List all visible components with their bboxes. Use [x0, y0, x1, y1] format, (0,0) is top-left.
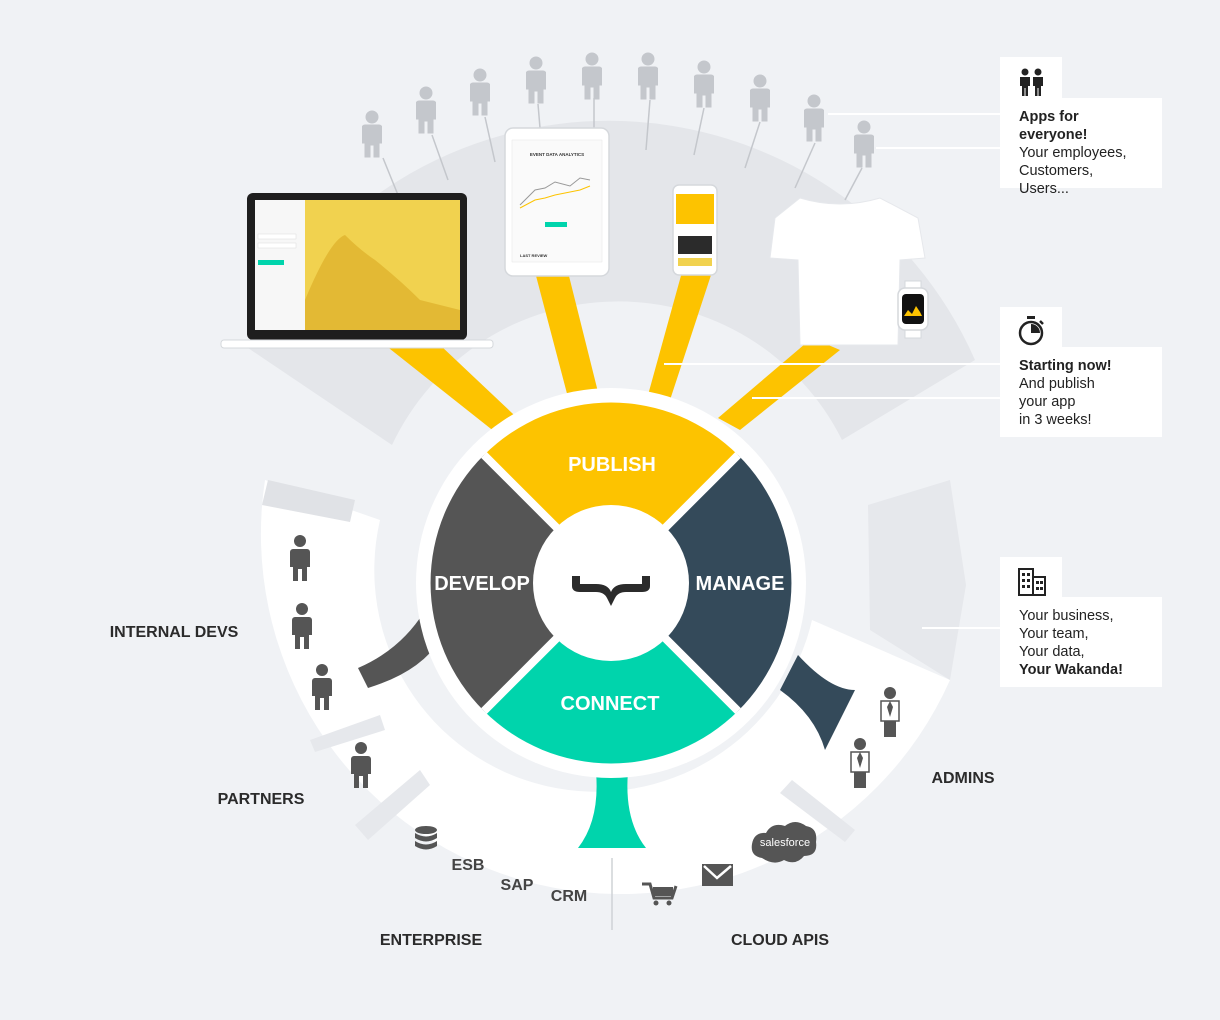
shopping-cart-icon [642, 882, 678, 906]
card-starting-title: Starting now! [1019, 358, 1112, 374]
card-connector-lines [664, 113, 1002, 629]
label-publish: PUBLISH [568, 454, 656, 476]
admins-label: ADMINS [931, 770, 994, 787]
laptop-device [220, 193, 494, 349]
wakanda-brace-icon [572, 576, 650, 606]
tablet-footer: LAST REVIEW [520, 253, 548, 258]
person-icon [526, 56, 546, 104]
card-tab-starting [1000, 307, 1062, 351]
enterprise-label: ENTERPRISE [380, 932, 483, 949]
hub-segments [430, 402, 792, 764]
smartwatch-device [897, 280, 929, 339]
cloud-apis-label: CLOUD APIS [731, 932, 829, 949]
person-icon [804, 94, 824, 142]
card-everyone-title: Apps for everyone! [1019, 109, 1088, 143]
connectors [358, 272, 855, 848]
card-business-title: Your Wakanda! [1019, 662, 1123, 678]
card-business: Your business, Your team, Your data, You… [1000, 597, 1162, 687]
tshirt-device [769, 197, 926, 346]
partners-label: PARTNERS [218, 791, 305, 808]
two-people-icon [1020, 68, 1043, 96]
card-business-line2: Your team, [1019, 626, 1089, 642]
segment-publish[interactable] [484, 402, 738, 529]
label-connect: CONNECT [561, 693, 660, 715]
card-everyone-line1: Your employees, [1019, 145, 1127, 161]
card-business-line3: Your data, [1019, 644, 1085, 660]
card-everyone-line3: Users... [1019, 181, 1069, 197]
card-starting-line2: your app [1019, 394, 1076, 410]
person-icon [694, 60, 714, 108]
sap-label: SAP [501, 877, 534, 894]
person-icon [582, 52, 602, 100]
label-develop: DEVELOP [434, 573, 530, 595]
user-crowd [362, 52, 874, 201]
card-everyone: Apps for everyone! Your employees, Custo… [1000, 98, 1162, 197]
esb-label: ESB [452, 857, 485, 874]
phone-device [672, 184, 718, 276]
database-icon [415, 826, 437, 850]
card-business-line1: Your business, [1019, 608, 1114, 624]
mail-icon [702, 864, 733, 886]
buildings-icon [1018, 568, 1046, 596]
crm-label: CRM [551, 888, 587, 905]
segment-manage[interactable] [664, 455, 792, 711]
card-starting-line1: And publish [1019, 376, 1095, 392]
segment-develop[interactable] [430, 455, 558, 711]
tablet-device: EVENT DATA ANALYTICS LAST REVIEW [504, 127, 610, 277]
label-manage: MANAGE [696, 573, 785, 595]
stopwatch-icon [1018, 316, 1044, 346]
card-starting: Starting now! And publish your app in 3 … [1000, 347, 1162, 437]
outer-ring-bottom [260, 480, 966, 930]
person-icon [416, 86, 436, 134]
salesforce-cloud-icon: salesforce [751, 822, 817, 863]
person-icon [750, 74, 770, 122]
person-icon [470, 68, 490, 116]
card-starting-line3: in 3 weeks! [1019, 412, 1092, 428]
internal-devs-label: INTERNAL DEVS [110, 624, 239, 641]
tablet-title: EVENT DATA ANALYTICS [530, 152, 584, 157]
person-icon [638, 52, 658, 100]
card-tab-business [1000, 557, 1062, 601]
salesforce-label: salesforce [760, 837, 810, 849]
card-tab-everyone [1000, 57, 1062, 101]
person-icon [362, 110, 382, 158]
person-icon [854, 120, 874, 168]
card-everyone-line2: Customers, [1019, 163, 1094, 179]
segment-connect[interactable] [484, 637, 738, 764]
